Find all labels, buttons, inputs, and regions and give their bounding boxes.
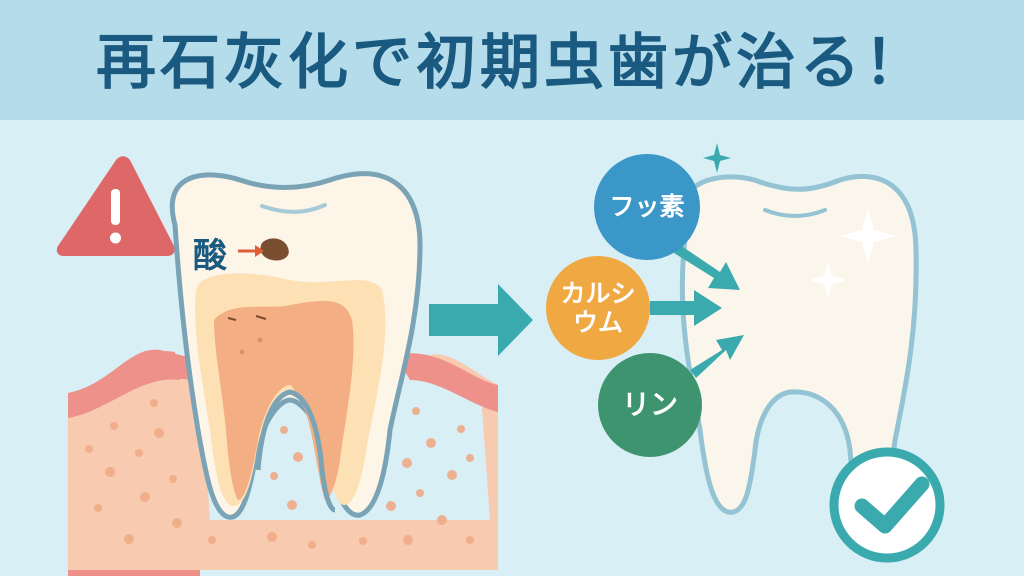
right-arrow-icon bbox=[429, 284, 533, 356]
warning-triangle-icon bbox=[56, 156, 175, 256]
mineral-phosphorus-label: リン bbox=[621, 388, 678, 421]
sparkle-icon bbox=[840, 208, 896, 264]
gum-bone bbox=[68, 349, 498, 576]
sparkle-icon bbox=[810, 262, 846, 298]
mineral-arrows bbox=[650, 245, 744, 378]
decayed-tooth bbox=[170, 171, 423, 520]
mineral-fluoride-label: フッ素 bbox=[609, 192, 685, 221]
mineral-phosphorus-circle bbox=[598, 353, 702, 457]
check-circle-icon bbox=[829, 447, 945, 563]
mineral-fluoride-circle bbox=[594, 154, 700, 260]
mineral-calcium-label: カルシ ウム bbox=[546, 279, 650, 338]
acid-label: 酸 bbox=[193, 236, 227, 276]
page-title: 再石灰化で初期虫歯が治る！ bbox=[96, 27, 928, 98]
calcium-line-1: カルシ bbox=[560, 279, 636, 308]
header: 再石灰化で初期虫歯が治る！ bbox=[0, 0, 1024, 120]
calcium-line-2: ウム bbox=[572, 307, 623, 337]
mineral-calcium-circle bbox=[546, 256, 650, 360]
sparkle-icon bbox=[703, 143, 731, 173]
